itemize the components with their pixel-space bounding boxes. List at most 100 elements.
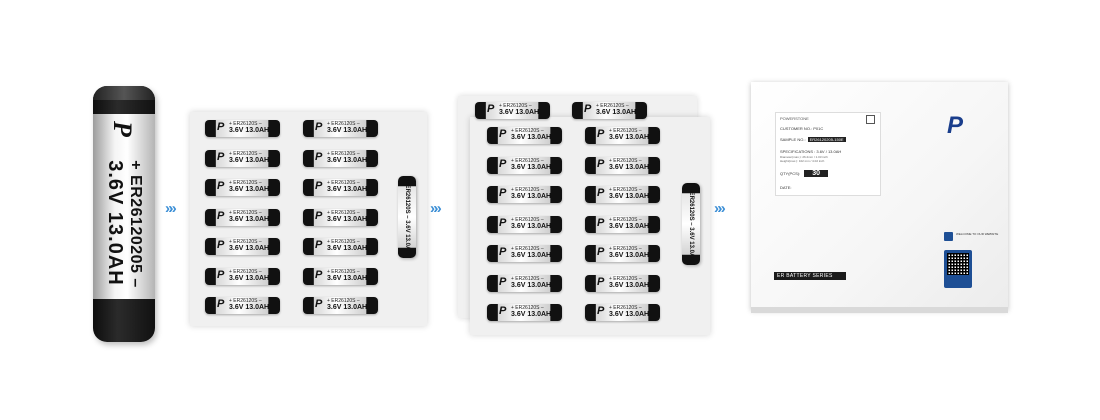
strip-model: + ER26120S –: [327, 180, 360, 186]
qty-label: QTY(PCS):: [780, 171, 801, 176]
strip-spec: 3.6V 13.0AH: [229, 245, 270, 252]
strip-model: + ER26120S –: [229, 150, 262, 157]
strip-spec: 3.6V 13.0AH: [229, 274, 270, 282]
strip-logo-icon: P: [499, 187, 507, 199]
strip-model: + ER26120S –: [327, 298, 360, 304]
battery-label-strip: P + ER26120S –3.6V 13.0AH: [303, 238, 378, 255]
strip-logo-icon: P: [597, 128, 605, 140]
strip-model: + ER26120S –: [327, 239, 360, 245]
battery-label-strip: P+ ER26120S –3.6V 13.0AH: [303, 149, 378, 167]
battery-label-strip: P + ER26120S –3.6V 13.0AH: [585, 215, 660, 233]
strip-model: + ER26120S –: [229, 180, 262, 186]
strip-spec: 3.6V 13.0AH: [327, 245, 368, 252]
strip-spec: 3.6V 13.0AH: [609, 222, 650, 230]
strip-spec: 3.6V 13.0AH: [327, 274, 368, 282]
strip-model: + ER26120S –: [511, 275, 544, 282]
strip-model: + ER26120S –: [511, 157, 544, 164]
sample-value: ER26120205-150E: [807, 137, 846, 142]
strip-spec: 3.6V 13.0AH: [511, 252, 552, 259]
strip-logo-icon: P: [597, 246, 605, 258]
box-label: POWERSTONE CUSTOMER NO.: P01C SAMPLE NO.…: [775, 112, 881, 196]
strip-logo-icon: P: [315, 209, 323, 222]
battery-label-strip: P+ ER26120S –3.6V 13.0AH: [487, 156, 562, 174]
strip-model: + ER26120S –: [511, 246, 544, 252]
battery-label-strip: P + ER26120S –3.6V 13.0AH: [487, 215, 562, 233]
strip-spec: 3.6V 13.0AH: [229, 127, 270, 134]
quantity: QTY(PCS):30: [780, 170, 829, 177]
battery-spec: 3.6V 13.0AH: [104, 160, 126, 286]
battery-label-strip: P+ ER26120S –3.6V 13.0AH: [303, 267, 378, 285]
big-battery: P + ER26120205 – 3.6V 13.0AH: [93, 86, 155, 342]
qr-code-icon: [947, 253, 969, 275]
strip-spec: 3.6V 13.0AH: [609, 193, 650, 200]
strip-spec: 3.6V 13.0AH: [499, 109, 540, 116]
strip-logo-icon: P: [499, 216, 507, 229]
battery-label-strip: P + ER26120S –3.6V 13.0AH: [205, 149, 280, 167]
sample-battery-text: + ER26120S – 3.6V 13.0AH: [688, 186, 694, 262]
arrow-icon: »»: [430, 200, 441, 217]
battery-label-strip: P+ ER26120S –3.6V 13.0AH: [585, 156, 660, 174]
strip-logo-icon: P: [315, 239, 323, 251]
sample-label: SAMPLE NO.:: [780, 137, 806, 142]
arrow-icon: »»: [714, 200, 725, 217]
strip-logo-icon: P: [597, 305, 605, 317]
box-brand: POWERSTONE: [780, 116, 809, 121]
battery-label-strip: P+ ER26120S –3.6V 13.0AH: [585, 245, 660, 262]
sample-number: SAMPLE NO.:ER26120205-150E: [780, 137, 846, 142]
sample-battery: + ER26120S – 3.6V 13.0AH: [398, 176, 416, 258]
strip-logo-icon: P: [217, 150, 225, 163]
battery-label-strip: P+ ER26120S –3.6V 13.0AH: [585, 127, 660, 144]
strip-spec: 3.6V 13.0AH: [327, 186, 368, 193]
strip-spec: 3.6V 13.0AH: [229, 215, 270, 223]
strip-model: + ER26120S –: [609, 216, 642, 223]
strip-logo-icon: P: [499, 246, 507, 258]
strip-model: + ER26120S –: [609, 275, 642, 282]
qr-caption: WELCOME TO OUR WEBSITE: [956, 232, 999, 236]
website-icon: [944, 232, 953, 241]
battery-label-strip: P+ ER26120S –3.6V 13.0AH: [572, 102, 647, 119]
strip-logo-icon: P: [597, 216, 605, 229]
battery-label-strip: P+ ER26120S –3.6V 13.0AH: [205, 238, 280, 255]
strip-spec: 3.6V 13.0AH: [511, 163, 552, 171]
strip-logo-icon: P: [315, 121, 323, 133]
battery-label: P + ER26120205 – 3.6V 13.0AH: [93, 114, 155, 299]
battery-label-strip: P+ ER26120S –3.6V 13.0AH: [303, 179, 378, 196]
battery-label-strip: P+ ER26120S –3.6V 13.0AH: [585, 274, 660, 292]
battery-label-strip: P+ ER26120S –3.6V 13.0AH: [303, 120, 378, 137]
customer-number: CUSTOMER NO.: P01C: [780, 126, 824, 131]
battery-label-strip: P+ ER26120S –3.6V 13.0AH: [585, 304, 660, 321]
strip-spec: 3.6V 13.0AH: [327, 304, 368, 311]
strip-model: + ER26120S –: [229, 121, 262, 127]
strip-spec: 3.6V 13.0AH: [511, 222, 552, 230]
strip-logo-icon: P: [217, 209, 225, 222]
strip-model: + ER26120S –: [511, 216, 544, 223]
strip-spec: 3.6V 13.0AH: [511, 311, 552, 318]
specifications: SPECIFICATIONS : 3.6V / 13.0AH: [780, 149, 842, 154]
strip-spec: 3.6V 13.0AH: [511, 134, 552, 141]
strip-spec: 3.6V 13.0AH: [229, 156, 270, 164]
strip-logo-icon: P: [217, 298, 225, 310]
strip-model: + ER26120S –: [596, 103, 629, 109]
strip-logo-icon: P: [315, 268, 323, 281]
battery-print: + ER26120205 – 3.6V 13.0AH: [104, 160, 144, 288]
strip-model: + ER26120S –: [327, 121, 360, 127]
strip-logo-icon: P: [499, 305, 507, 317]
battery-label-strip: P+ ER26120S –3.6V 13.0AH: [487, 274, 562, 292]
box-side: [751, 307, 1008, 313]
battery-model: + ER26120205 –: [127, 160, 144, 288]
sample-battery-text: + ER26120S – 3.6V 13.0AH: [404, 179, 410, 255]
battery-label-strip: P+ ER26120S –3.6V 13.0AH: [487, 304, 562, 321]
box-logo-icon: P: [947, 112, 964, 139]
strip-spec: 3.6V 13.0AH: [609, 134, 650, 141]
strip-model: + ER26120S –: [609, 157, 642, 164]
strip-logo-icon: P: [315, 298, 323, 310]
battery-label-strip: P+ ER26120S –3.6V 13.0AH: [475, 102, 550, 119]
strip-model: + ER26120S –: [229, 298, 262, 304]
strip-spec: 3.6V 13.0AH: [609, 163, 650, 171]
strip-logo-icon: P: [315, 150, 323, 163]
label-logo-icon: [866, 115, 875, 124]
strip-spec: 3.6V 13.0AH: [609, 281, 650, 289]
packaging-box: POWERSTONE CUSTOMER NO.: P01C SAMPLE NO.…: [751, 82, 1008, 313]
strip-model: + ER26120S –: [511, 187, 544, 193]
brand-logo-icon: P: [108, 120, 137, 138]
